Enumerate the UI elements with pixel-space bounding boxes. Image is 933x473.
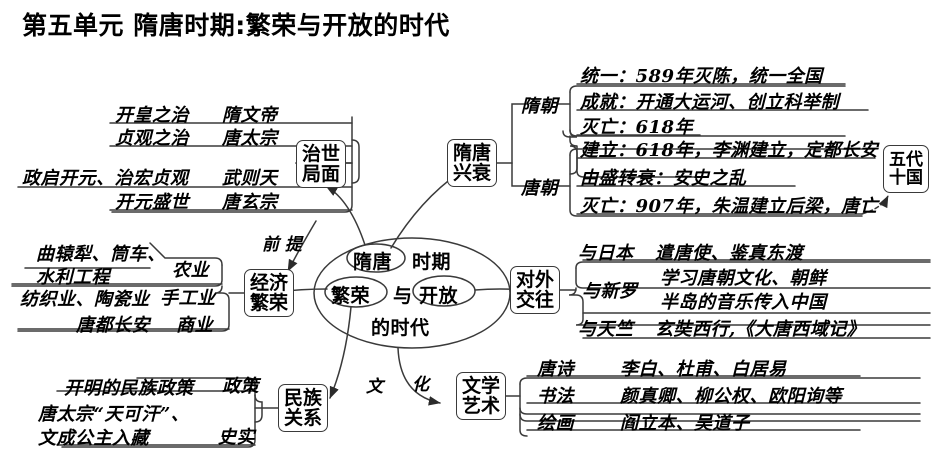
governance-row-1-event: 贞观之治 — [115, 128, 189, 149]
connector-label-culture-a: 文 — [366, 377, 383, 397]
governance-row-1-person: 唐太宗 — [222, 128, 278, 149]
node-governance[interactable]: 治世 局面 — [296, 140, 346, 188]
foreign-row-1-category: 与新罗 — [582, 281, 638, 302]
economy-row-0-detail-line2: 水利工程 — [36, 267, 110, 288]
node-rise-fall-line2: 兴衰 — [452, 162, 491, 184]
node-ethnic-relations[interactable]: 民族 关系 — [278, 384, 328, 432]
sui-row-1: 成就：开通大运河、创立科举制 — [580, 92, 839, 113]
ethnic-row-1-detail-line2: 文成公主入藏 — [38, 428, 149, 449]
node-arts-line1: 文学 — [461, 374, 500, 397]
node-ethnic-line2: 关系 — [283, 407, 322, 429]
foreign-row-1-detail-line1: 学习唐朝文化、朝鲜 — [660, 268, 827, 289]
node-governance-line1: 治世 — [301, 142, 340, 165]
center-label-and: 与 — [393, 285, 413, 307]
ethnic-row-1-detail-line1: 唐太宗“天可汗”、 — [38, 404, 190, 425]
center-label-era: 的时代 — [371, 317, 430, 339]
economy-row-2-detail: 唐都长安 — [76, 315, 150, 336]
tang-row-1: 由盛转衰：安史之乱 — [580, 168, 747, 189]
node-five-dynasties-line1: 五代 — [889, 149, 923, 170]
connector-label-premise: 前 提 — [262, 235, 302, 255]
node-economy-line1: 经济 — [249, 271, 288, 294]
foreign-row-1-detail-line2: 半岛的音乐传入中国 — [660, 292, 827, 313]
economy-row-1-detail: 纺织业、陶瓷业 — [20, 289, 150, 310]
governance-row-0-person: 隋文帝 — [222, 105, 278, 126]
arts-row-2-category: 绘画 — [537, 413, 574, 434]
node-literature-arts[interactable]: 文学 艺术 — [456, 372, 506, 420]
governance-row-3-person: 唐玄宗 — [222, 192, 278, 213]
node-rise-fall-line1: 隋唐 — [452, 141, 491, 164]
ethnic-row-0-detail: 开明的民族政策 — [64, 378, 194, 399]
governance-row-3-event: 开元盛世 — [115, 192, 189, 213]
economy-row-0-detail-line1: 曲辕犁、筒车、 — [36, 244, 166, 265]
center-label-suitang: 隋唐 — [353, 251, 393, 273]
node-arts-line2: 艺术 — [461, 395, 500, 417]
node-foreign-line2: 交往 — [515, 289, 554, 311]
foreign-row-2-category: 与天竺 — [578, 319, 634, 340]
tang-row-0: 建立：618年，李渊建立，定都长安 — [580, 140, 879, 161]
node-five-dynasties-line2: 十国 — [889, 168, 923, 188]
center-label-openness: 开放 — [419, 285, 459, 307]
economy-row-2-category: 商业 — [176, 315, 213, 336]
node-economy-line2: 繁荣 — [249, 292, 288, 314]
arts-row-0-detail: 李白、杜甫、白居易 — [620, 359, 787, 380]
center-label-prosperity: 繁荣 — [331, 285, 371, 307]
foreign-row-2-detail: 玄奘西行,《大唐西域记》 — [655, 319, 866, 340]
foreign-row-0-detail: 遣唐使、鉴真东渡 — [655, 243, 803, 264]
sui-row-0: 统一：589年灭陈，统一全国 — [580, 66, 823, 87]
node-rise-and-fall[interactable]: 隋唐 兴衰 — [447, 139, 497, 187]
sui-dynasty-label: 隋朝 — [521, 96, 558, 117]
arts-row-1-category: 书法 — [537, 386, 574, 407]
sui-row-2: 灭亡：618年 — [580, 117, 694, 138]
governance-row-0-event: 开皇之治 — [115, 105, 189, 126]
foreign-row-0-category: 与日本 — [578, 243, 634, 264]
governance-row-2-person: 武则天 — [222, 168, 278, 189]
economy-row-0-category: 农业 — [172, 260, 209, 281]
page-title: 第五单元 隋唐时期:繁荣与开放的时代 — [22, 11, 450, 40]
ethnic-row-1-category: 史实 — [218, 427, 255, 448]
node-economy[interactable]: 经济 繁荣 — [244, 269, 294, 317]
node-five-dynasties[interactable]: 五代 十国 — [883, 145, 929, 193]
arts-row-1-detail: 颜真卿、柳公权、欧阳询等 — [620, 386, 842, 407]
arts-row-2-detail: 阎立本、吴道子 — [620, 413, 750, 434]
governance-row-2-event: 政启开元、治宏贞观 — [22, 168, 189, 189]
economy-row-1-category: 手工业 — [160, 288, 216, 309]
connector-label-culture-b: 化 — [412, 375, 429, 395]
node-foreign-line1: 对外 — [515, 268, 554, 291]
center-label-period: 时期 — [412, 251, 452, 273]
ethnic-row-0-category: 政策 — [222, 376, 259, 397]
tang-row-2: 灭亡：907年，朱温建立后梁，唐亡 — [580, 196, 879, 217]
node-governance-line2: 局面 — [301, 163, 340, 185]
node-ethnic-line1: 民族 — [283, 386, 322, 409]
arts-row-0-category: 唐诗 — [537, 359, 574, 380]
tang-dynasty-label: 唐朝 — [521, 178, 558, 199]
node-foreign-relations[interactable]: 对外 交往 — [510, 266, 560, 314]
